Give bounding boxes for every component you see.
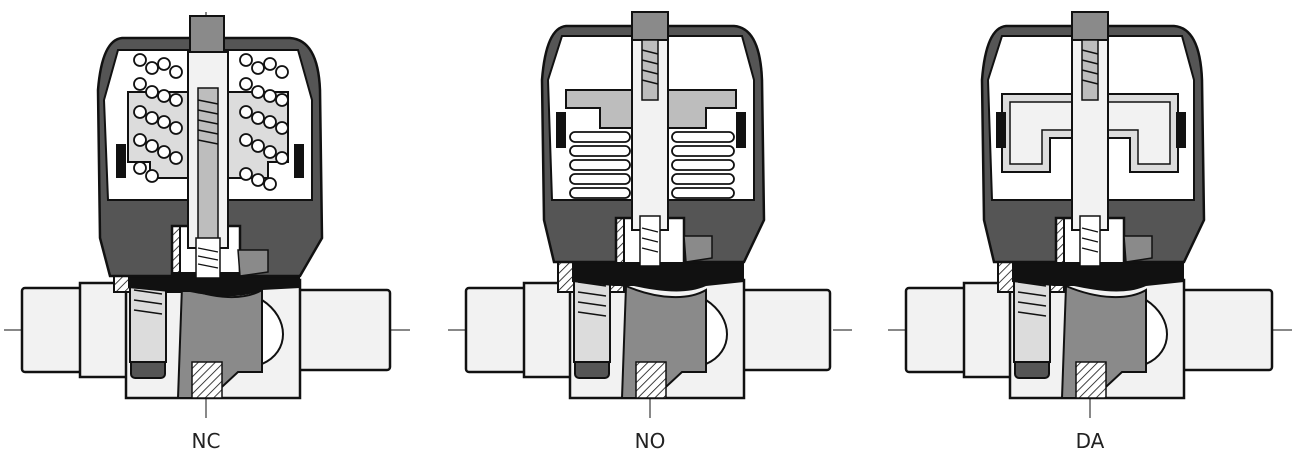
actuator-housing — [96, 15, 324, 279]
diaphragm — [1012, 262, 1184, 292]
pipe-body — [20, 278, 392, 400]
valve-da: DA — [888, 11, 1292, 453]
valve-label-da: DA — [1076, 429, 1105, 453]
diaphragm — [572, 262, 744, 292]
valve-label-nc: NC — [192, 429, 221, 453]
spring-coils — [133, 53, 289, 191]
valve-label-no: NO — [635, 429, 666, 453]
actuator-housing — [540, 11, 766, 267]
spring-coils — [569, 131, 735, 199]
pipe-body — [904, 278, 1274, 400]
valve-nc: NC — [4, 12, 410, 453]
actuator-housing — [980, 11, 1206, 267]
diaphragm — [128, 272, 300, 297]
valve-no: NO — [448, 11, 852, 453]
pipe-body — [464, 278, 832, 400]
